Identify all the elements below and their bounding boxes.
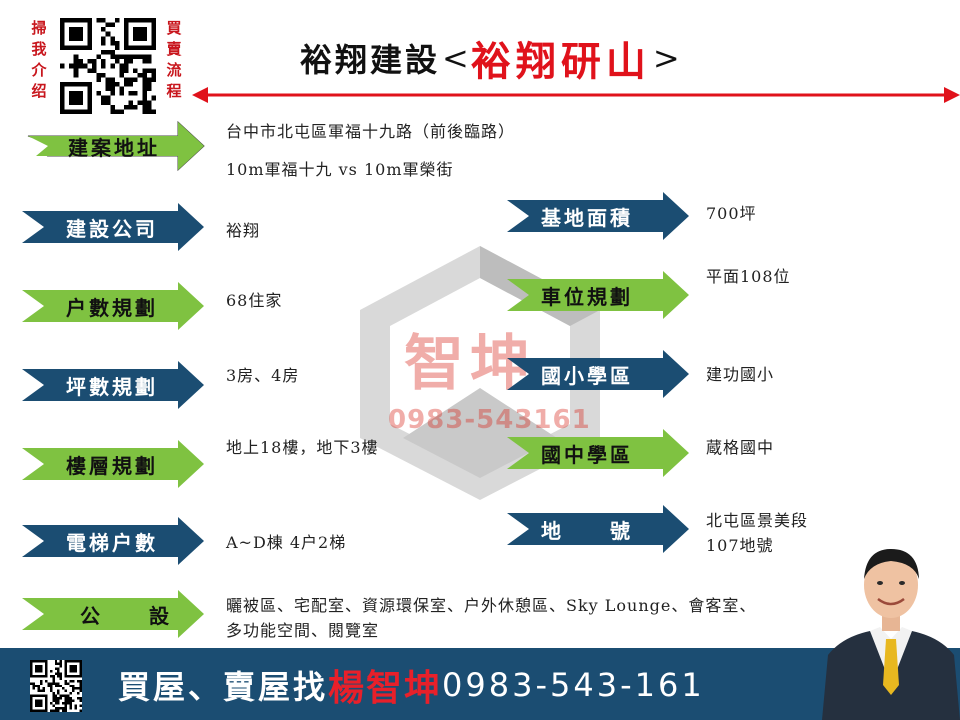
caption-char: 绍	[31, 82, 47, 100]
arrow-label-lot-number: 地 號	[507, 505, 689, 553]
label-text: 建設公司	[66, 216, 158, 241]
arrow-label-floors: 樓層規劃	[22, 440, 204, 488]
watermark-name: 智坤	[404, 329, 536, 399]
value-facilities-line2: 多功能空間、閱覽室	[226, 621, 380, 640]
value-floors: 地上18樓，地下3樓	[226, 438, 379, 457]
scan-intro-caption: 掃 我 介 绍	[28, 18, 50, 102]
bracket-open: <	[442, 39, 469, 77]
qr-code-icon[interactable]	[58, 18, 158, 114]
agent-phone[interactable]: 0983-543-161	[442, 666, 705, 704]
label-text: 建案地址	[68, 135, 160, 160]
trade-process-caption: 買 賣 流 程	[163, 18, 185, 102]
label-text: 電梯户數	[66, 530, 158, 555]
contact-line: 買屋、賣屋找 楊智坤 0983-543-161	[118, 656, 705, 714]
arrow-label-facilities: 公 設	[22, 590, 204, 638]
contact-footer: 買屋、賣屋找 楊智坤 0983-543-161	[0, 648, 960, 720]
caption-char: 掃	[31, 19, 47, 37]
arrow-label-land-area: 基地面積	[507, 192, 689, 240]
label-text: 公 設	[80, 603, 172, 628]
label-text: 國小學區	[541, 363, 633, 388]
arrow-label-layout: 坪數規劃	[22, 361, 204, 409]
watermark-phone: 0983-543161	[388, 405, 591, 435]
caption-char: 介	[31, 61, 47, 79]
value-units: 68住家	[226, 291, 283, 310]
value-lot-number-line2: 107地號	[706, 536, 774, 555]
value-layout: 3房、4房	[226, 366, 300, 385]
value-land-area: 700坪	[706, 204, 757, 223]
value-elevators: A~D棟 4户2梯	[226, 533, 347, 552]
value-parking: 平面108位	[706, 267, 791, 286]
label-text: 國中學區	[541, 442, 633, 467]
developer-name: 裕翔建設	[300, 41, 441, 79]
label-text: 坪數規劃	[66, 374, 158, 399]
bracket-close: >	[652, 39, 680, 77]
value-address-line2: 10m軍福十九 vs 10m軍榮街	[226, 160, 454, 179]
caption-char: 流	[166, 61, 182, 79]
project-name: 裕翔研山	[470, 38, 651, 85]
double-arrow-divider	[192, 86, 960, 104]
agent-name: 楊智坤	[328, 667, 443, 709]
arrow-label-units: 户數規劃	[22, 282, 204, 330]
value-elementary-school: 建功國小	[706, 365, 775, 384]
value-developer: 裕翔	[226, 221, 261, 240]
label-text: 車位規劃	[541, 284, 633, 309]
arrow-label-address: 建案地址	[27, 120, 205, 172]
label-text: 户數規劃	[66, 295, 158, 320]
label-text: 樓層規劃	[66, 453, 158, 478]
label-text: 地 號	[541, 518, 633, 543]
arrow-label-junior-high: 國中學區	[507, 429, 689, 477]
page-title: 裕翔建設 < 裕翔研山 >	[300, 28, 682, 88]
label-text: 基地面積	[541, 205, 633, 230]
value-facilities-line1: 曬被區、宅配室、資源環保室、户外休憩區、Sky Lounge、會客室、	[226, 596, 757, 615]
buy-sell-text: 買屋、賣屋找	[118, 668, 329, 706]
arrow-label-elementary-school: 國小學區	[507, 350, 689, 398]
value-lot-number-line1: 北屯區景美段	[706, 511, 809, 530]
arrow-label-parking: 車位規劃	[507, 271, 689, 319]
arrow-label-elevators: 電梯户數	[22, 517, 204, 565]
caption-char: 賣	[166, 40, 182, 58]
arrow-label-developer: 建設公司	[22, 203, 204, 251]
agent-portrait-image	[822, 535, 960, 720]
caption-char: 我	[31, 40, 47, 58]
value-junior-high: 蔵格國中	[706, 438, 775, 457]
footer-qr-code-icon[interactable]	[30, 660, 82, 712]
caption-char: 買	[166, 19, 182, 37]
caption-char: 程	[166, 82, 182, 100]
value-address-line1: 台中市北屯區軍福十九路（前後臨路）	[226, 122, 516, 141]
